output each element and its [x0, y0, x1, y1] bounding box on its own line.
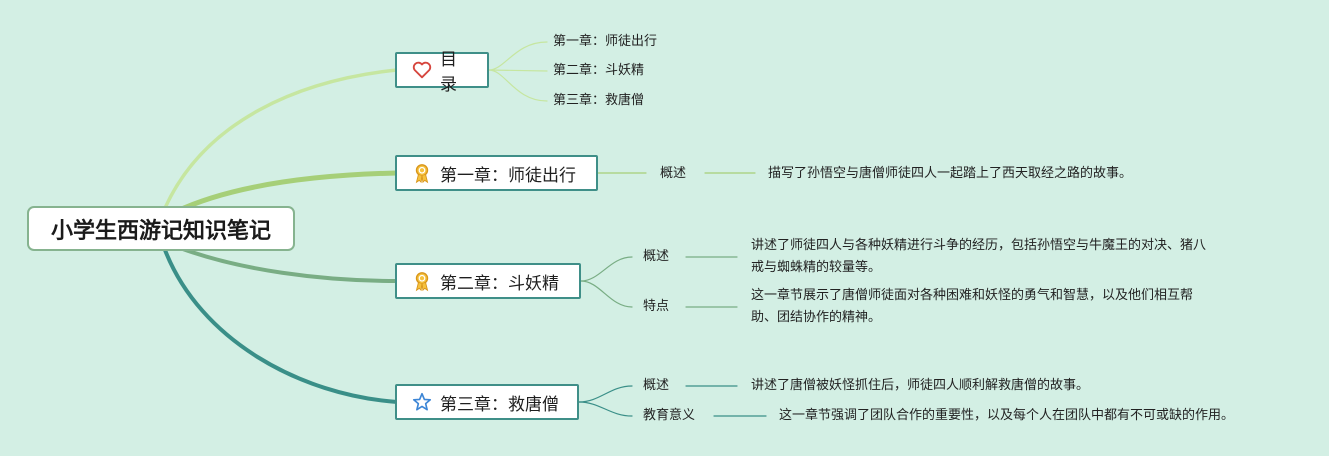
branch-title: 第一章：师徒出行: [440, 165, 576, 186]
chapter-2-summary-text[interactable]: 讲述了师徒四人与各种妖精进行斗争的经历，包括孙悟空与牛魔王的对决、猪八 戒与蜘蛛…: [751, 235, 1206, 279]
award-medal-icon: [411, 270, 433, 292]
text-line: 助、团结协作的精神。: [751, 310, 882, 325]
branch-title: 第三章：救唐僧: [440, 394, 559, 415]
chapter-3-summary-label[interactable]: 概述: [643, 378, 670, 393]
star-icon: [411, 391, 433, 413]
branch-chapter-1[interactable]: 第一章：师徒出行: [395, 155, 598, 191]
chapter-3-meaning-label[interactable]: 教育意义: [643, 408, 696, 423]
connector-ch2-feature: [580, 280, 633, 308]
toc-item-3[interactable]: 第三章：救唐僧: [553, 93, 645, 108]
chapter-2-feature-text[interactable]: 这一章节展示了唐僧师徒面对各种困难和妖怪的勇气和智慧，以及他们相互帮 助、团结协…: [751, 285, 1193, 329]
chapter-2-feature-label[interactable]: 特点: [643, 299, 670, 314]
connector-root-ch1: [172, 170, 400, 215]
text-line: 戒与蜘蛛精的较量等。: [751, 260, 882, 275]
award-medal-icon: [411, 162, 433, 184]
branch-chapter-3[interactable]: 第三章：救唐僧: [395, 384, 579, 420]
connector-toc-item-1: [488, 41, 548, 71]
connector-root-ch2: [178, 246, 399, 283]
connector-ch3-summary: [578, 385, 633, 403]
root-title: 小学生西游记知识笔记: [50, 218, 271, 244]
connector-root-ch3: [163, 248, 399, 404]
connector-toc-item-2: [488, 69, 548, 72]
chapter-1-summary-text[interactable]: 描写了孙悟空与唐僧师徒四人一起踏上了西天取经之路的故事。: [768, 166, 1133, 181]
toc-item-1[interactable]: 第一章：师徒出行: [553, 34, 658, 49]
root-topic[interactable]: 小学生西游记知识笔记: [27, 206, 295, 251]
branch-toc[interactable]: 目录: [395, 50, 489, 95]
chapter-3-meaning-text[interactable]: 这一章节强调了团队合作的重要性，以及每个人在团队中都有不可或缺的作用。: [779, 408, 1235, 423]
heart-icon: [411, 59, 433, 81]
chapter-3-summary-text[interactable]: 讲述了唐僧被妖怪抓住后，师徒四人顺利解救唐僧的故事。: [751, 378, 1090, 393]
chapter-2-summary-label[interactable]: 概述: [643, 249, 670, 264]
connector-root-toc: [163, 68, 399, 210]
connector-ch3-meaning: [578, 401, 633, 417]
branch-chapter-2[interactable]: 第二章：斗妖精: [395, 263, 581, 299]
branch-title: 第二章：斗妖精: [440, 273, 559, 294]
branch-title: 目录: [440, 50, 457, 95]
toc-item-2[interactable]: 第二章：斗妖精: [553, 63, 645, 78]
text-line: 这一章节展示了唐僧师徒面对各种困难和妖怪的勇气和智慧，以及他们相互帮: [751, 288, 1194, 303]
chapter-1-summary-label[interactable]: 概述: [660, 166, 687, 181]
connector-ch2-summary: [580, 256, 633, 282]
connector-toc-item-3: [488, 69, 548, 102]
text-line: 讲述了师徒四人与各种妖精进行斗争的经历，包括孙悟空与牛魔王的对决、猪八: [751, 238, 1207, 253]
